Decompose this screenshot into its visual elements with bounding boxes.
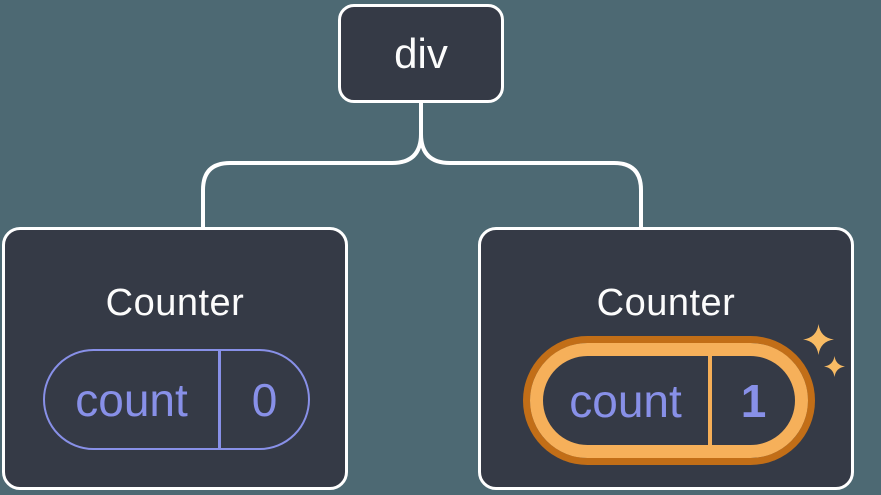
state-key-cell: count [45,351,218,448]
pill-divider [218,351,221,448]
state-pill-left: count 0 [43,349,310,450]
connector-right-branch [419,132,643,230]
state-value: 0 [251,373,278,426]
state-key-label: count [75,373,188,426]
state-pill-right-highlighted: count 1 [530,343,808,458]
pill-divider [708,356,712,445]
state-key-label: count [569,374,682,427]
counter-card-right: Counter count 1 [478,227,854,490]
counter-card-left: Counter count 0 [2,227,348,490]
state-value-cell: 1 [712,356,795,445]
connector-left-branch [201,99,423,230]
root-node: div [338,4,504,103]
sparkle-small-icon [824,356,845,377]
state-value-cell: 0 [221,351,308,448]
sparkle-large-icon [803,324,834,355]
root-node-label: div [394,29,448,77]
counter-title-left: Counter [105,282,245,324]
state-value: 1 [740,374,767,427]
counter-title-right: Counter [596,282,736,324]
state-key-cell: count [543,356,708,445]
